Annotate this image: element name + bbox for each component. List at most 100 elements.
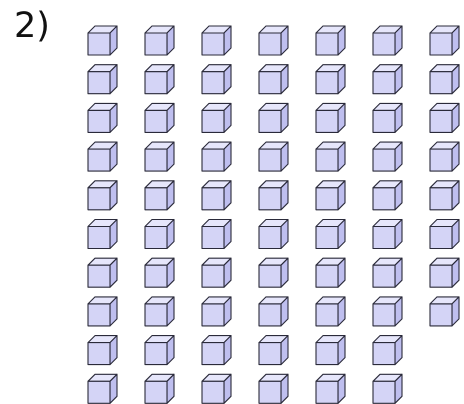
- unit-cube: [202, 26, 231, 55]
- unit-cube: [202, 374, 231, 403]
- cube-front-face: [430, 149, 452, 171]
- unit-cube: [259, 181, 288, 210]
- unit-cube: [430, 103, 459, 132]
- unit-cube: [373, 258, 402, 287]
- cube-front-face: [316, 110, 338, 132]
- unit-cube: [88, 181, 117, 210]
- cube-column: [88, 26, 117, 403]
- unit-cube: [88, 297, 117, 326]
- unit-cube: [88, 26, 117, 55]
- unit-cube: [430, 65, 459, 94]
- cube-front-face: [202, 265, 224, 287]
- unit-cube: [145, 65, 174, 94]
- cube-front-face: [430, 188, 452, 210]
- unit-cube: [373, 103, 402, 132]
- unit-cube: [88, 258, 117, 287]
- unit-cube: [145, 297, 174, 326]
- cube-front-face: [88, 149, 110, 171]
- unit-cube: [430, 181, 459, 210]
- cube-front-face: [373, 149, 395, 171]
- unit-cube: [145, 220, 174, 249]
- unit-cube: [88, 336, 117, 365]
- cube-front-face: [259, 188, 281, 210]
- cube-front-face: [145, 149, 167, 171]
- cube-front-face: [259, 265, 281, 287]
- unit-cube: [373, 297, 402, 326]
- cube-front-face: [373, 381, 395, 403]
- cube-front-face: [145, 227, 167, 249]
- cube-front-face: [259, 304, 281, 326]
- unit-cube: [373, 220, 402, 249]
- cube-front-face: [202, 227, 224, 249]
- cube-front-face: [88, 227, 110, 249]
- unit-cube: [316, 65, 345, 94]
- cube-front-face: [259, 110, 281, 132]
- cube-front-face: [145, 343, 167, 365]
- unit-cube: [88, 374, 117, 403]
- unit-cube: [145, 142, 174, 171]
- cube-column: [373, 26, 402, 403]
- cube-front-face: [316, 188, 338, 210]
- cube-front-face: [259, 149, 281, 171]
- cube-front-face: [430, 33, 452, 55]
- cube-front-face: [373, 188, 395, 210]
- unit-cube: [202, 258, 231, 287]
- unit-cube: [316, 103, 345, 132]
- unit-cube: [202, 65, 231, 94]
- unit-cube: [259, 103, 288, 132]
- unit-cube: [259, 26, 288, 55]
- unit-cube: [430, 26, 459, 55]
- unit-cube: [316, 258, 345, 287]
- cube-front-face: [202, 72, 224, 94]
- unit-cube: [202, 181, 231, 210]
- cube-front-face: [316, 304, 338, 326]
- cube-front-face: [88, 304, 110, 326]
- unit-cube: [430, 258, 459, 287]
- unit-cube: [430, 297, 459, 326]
- unit-cube: [145, 26, 174, 55]
- unit-cube: [202, 297, 231, 326]
- unit-cube: [373, 374, 402, 403]
- unit-cube: [145, 181, 174, 210]
- cube-front-face: [259, 343, 281, 365]
- unit-cube: [316, 142, 345, 171]
- unit-cube: [88, 65, 117, 94]
- unit-cube: [430, 220, 459, 249]
- cube-front-face: [373, 265, 395, 287]
- cube-column: [430, 26, 459, 326]
- cube-column: [145, 26, 174, 403]
- unit-cube: [88, 103, 117, 132]
- unit-cube: [373, 26, 402, 55]
- cube-front-face: [373, 72, 395, 94]
- unit-cube: [202, 220, 231, 249]
- cube-front-face: [202, 381, 224, 403]
- unit-cube: [88, 142, 117, 171]
- unit-cube: [259, 65, 288, 94]
- cube-front-face: [430, 72, 452, 94]
- cube-front-face: [430, 265, 452, 287]
- cube-column: [202, 26, 231, 403]
- unit-cube: [316, 26, 345, 55]
- unit-cube: [259, 220, 288, 249]
- cube-front-face: [145, 33, 167, 55]
- cube-front-face: [259, 381, 281, 403]
- unit-cube: [259, 297, 288, 326]
- cube-front-face: [430, 110, 452, 132]
- unit-cube: [145, 258, 174, 287]
- cube-front-face: [373, 33, 395, 55]
- cube-front-face: [373, 110, 395, 132]
- cube-front-face: [430, 227, 452, 249]
- cube-front-face: [88, 343, 110, 365]
- cube-front-face: [202, 110, 224, 132]
- unit-cube: [202, 103, 231, 132]
- cube-column: [259, 26, 288, 403]
- cube-front-face: [259, 227, 281, 249]
- cube-front-face: [373, 304, 395, 326]
- cube-front-face: [259, 72, 281, 94]
- unit-cube: [373, 336, 402, 365]
- unit-cube: [316, 220, 345, 249]
- cube-front-face: [316, 149, 338, 171]
- cube-front-face: [316, 227, 338, 249]
- cube-front-face: [373, 343, 395, 365]
